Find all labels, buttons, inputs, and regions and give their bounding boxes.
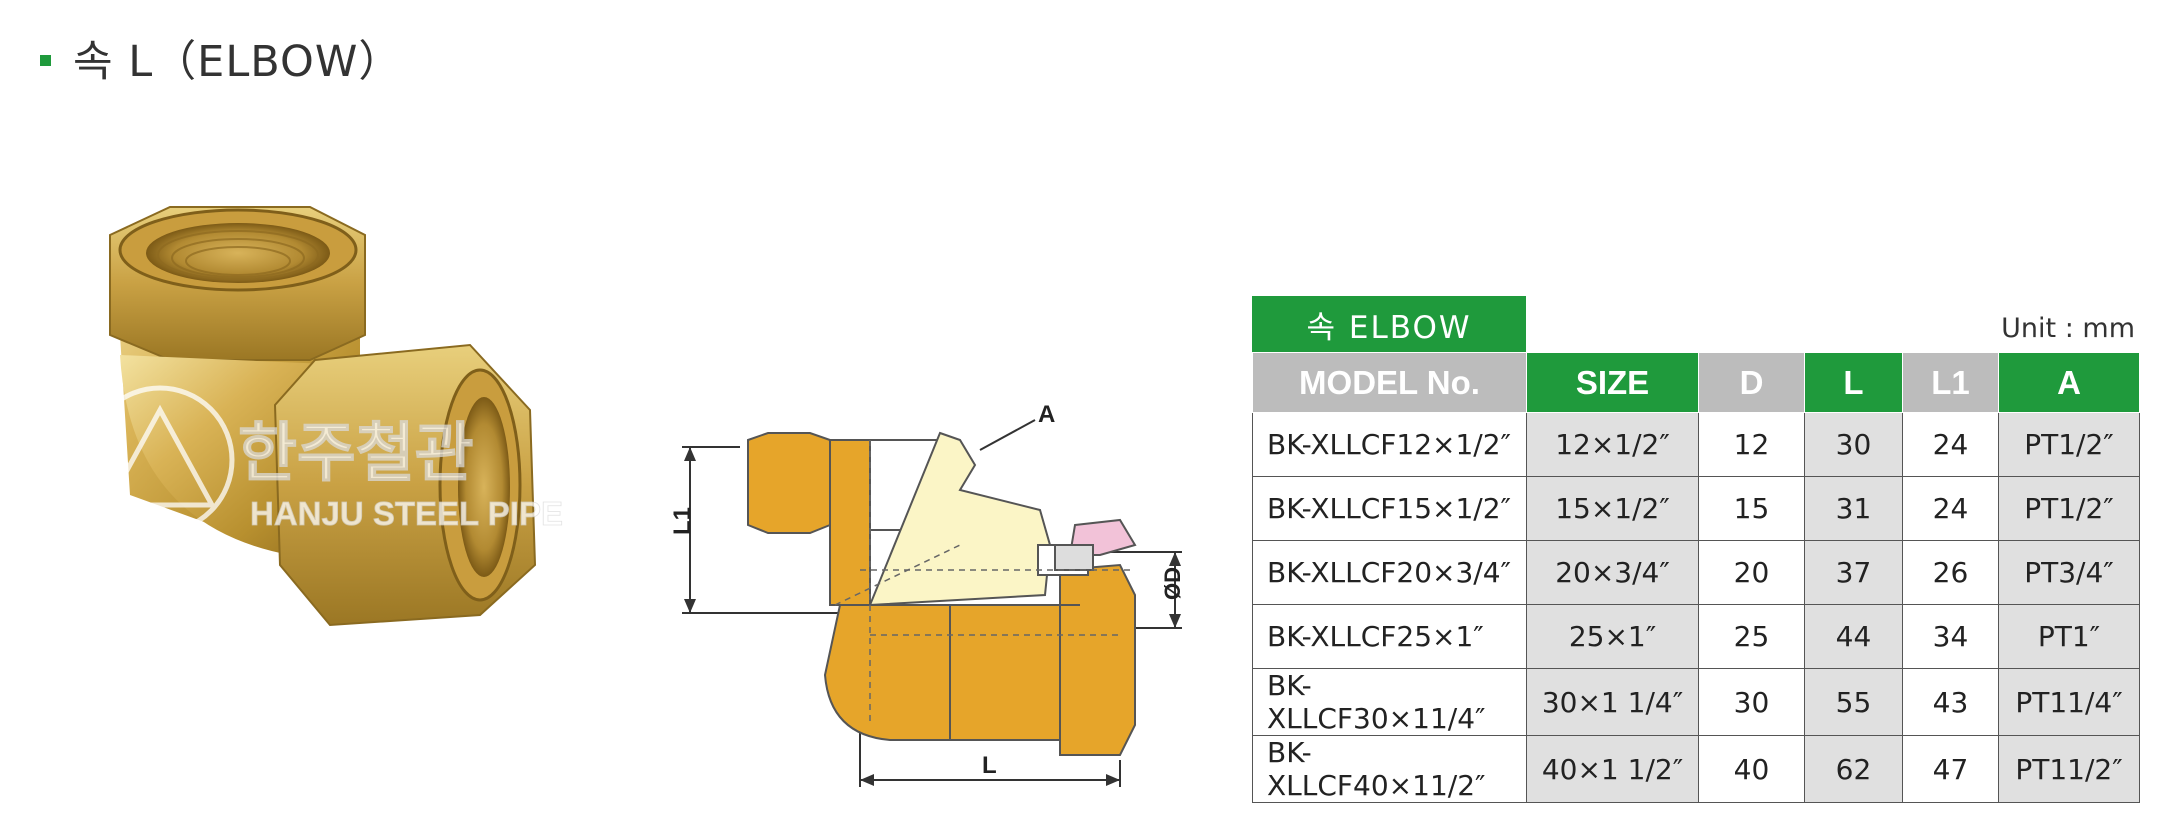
cell-l: 37 xyxy=(1804,540,1903,605)
label-d: ØD xyxy=(1160,567,1185,600)
header-size: SIZE xyxy=(1526,352,1699,413)
table-row: BK-XLLCF25×1″ 25×1″ 25 44 34 PT1″ xyxy=(1252,604,2140,669)
header-l: L xyxy=(1804,352,1903,413)
section-heading: 속 L（ELBOW） xyxy=(40,30,403,87)
cell-size: 15×1/2″ xyxy=(1526,476,1699,541)
cell-d: 12 xyxy=(1698,412,1805,477)
cell-l1: 26 xyxy=(1902,540,1999,605)
table-row: BK-XLLCF15×1/2″ 15×1/2″ 15 31 24 PT1/2″ xyxy=(1252,476,2140,541)
specification-table: MODEL No. SIZE D L L1 A BK-XLLCF12×1/2″ … xyxy=(1252,352,2140,803)
unit-label: Unit : mm xyxy=(2001,313,2135,344)
cell-l: 30 xyxy=(1804,412,1903,477)
elbow-product-photo: 한주철관 HANJU STEEL PIPE xyxy=(85,206,563,627)
cell-size: 25×1″ xyxy=(1526,604,1699,669)
cell-l: 55 xyxy=(1804,668,1903,736)
elbow-dimension-drawing: A L1 L ØD xyxy=(669,401,1185,787)
table-header-row: MODEL No. SIZE D L L1 A xyxy=(1252,352,2140,413)
watermark-korean: 한주철관 xyxy=(238,417,474,491)
cell-l1: 34 xyxy=(1902,604,1999,669)
cell-a: PT1″ xyxy=(1998,604,2140,669)
label-a: A xyxy=(1038,401,1055,428)
label-l1: L1 xyxy=(669,507,696,535)
watermark-english: HANJU STEEL PIPE xyxy=(250,495,563,532)
cell-d: 30 xyxy=(1698,668,1805,736)
cell-model: BK-XLLCF20×3/4″ xyxy=(1252,540,1527,605)
header-a: A xyxy=(1998,352,2140,413)
cell-a: PT1/2″ xyxy=(1998,412,2140,477)
header-model: MODEL No. xyxy=(1252,352,1527,413)
cell-model: BK-XLLCF40×11/2″ xyxy=(1252,735,1527,803)
cell-l1: 24 xyxy=(1902,476,1999,541)
cell-size: 20×3/4″ xyxy=(1526,540,1699,605)
table-row: BK-XLLCF12×1/2″ 12×1/2″ 12 30 24 PT1/2″ xyxy=(1252,412,2140,477)
label-l: L xyxy=(982,752,997,779)
table-row: BK-XLLCF40×11/2″ 40×1 1/2″ 40 62 47 PT11… xyxy=(1252,735,2140,803)
cell-a: PT11/4″ xyxy=(1998,668,2140,736)
header-l1: L1 xyxy=(1902,352,1999,413)
cell-d: 25 xyxy=(1698,604,1805,669)
cell-model: BK-XLLCF12×1/2″ xyxy=(1252,412,1527,477)
bullet-icon xyxy=(40,54,51,66)
cell-size: 12×1/2″ xyxy=(1526,412,1699,477)
cell-size: 30×1 1/4″ xyxy=(1526,668,1699,736)
cell-model: BK-XLLCF15×1/2″ xyxy=(1252,476,1527,541)
table-tab-label: 속 ELBOW xyxy=(1252,296,1526,352)
cell-l1: 24 xyxy=(1902,412,1999,477)
cell-size: 40×1 1/2″ xyxy=(1526,735,1699,803)
cell-d: 20 xyxy=(1698,540,1805,605)
cell-a: PT1/2″ xyxy=(1998,476,2140,541)
table-row: BK-XLLCF30×11/4″ 30×1 1/4″ 30 55 43 PT11… xyxy=(1252,668,2140,736)
page-title: 속 L（ELBOW） xyxy=(73,37,403,87)
cell-a: PT3/4″ xyxy=(1998,540,2140,605)
specification-table-panel: 속 ELBOW Unit : mm MODEL No. SIZE D L L1 … xyxy=(1252,296,2140,803)
cell-a: PT11/2″ xyxy=(1998,735,2140,803)
table-row: BK-XLLCF20×3/4″ 20×3/4″ 20 37 26 PT3/4″ xyxy=(1252,540,2140,605)
cell-l: 31 xyxy=(1804,476,1903,541)
header-d: D xyxy=(1698,352,1805,413)
cell-l: 44 xyxy=(1804,604,1903,669)
cell-model: BK-XLLCF25×1″ xyxy=(1252,604,1527,669)
cell-d: 15 xyxy=(1698,476,1805,541)
cell-model: BK-XLLCF30×11/4″ xyxy=(1252,668,1527,736)
cell-d: 40 xyxy=(1698,735,1805,803)
cell-l1: 47 xyxy=(1902,735,1999,803)
cell-l: 62 xyxy=(1804,735,1903,803)
cell-l1: 43 xyxy=(1902,668,1999,736)
